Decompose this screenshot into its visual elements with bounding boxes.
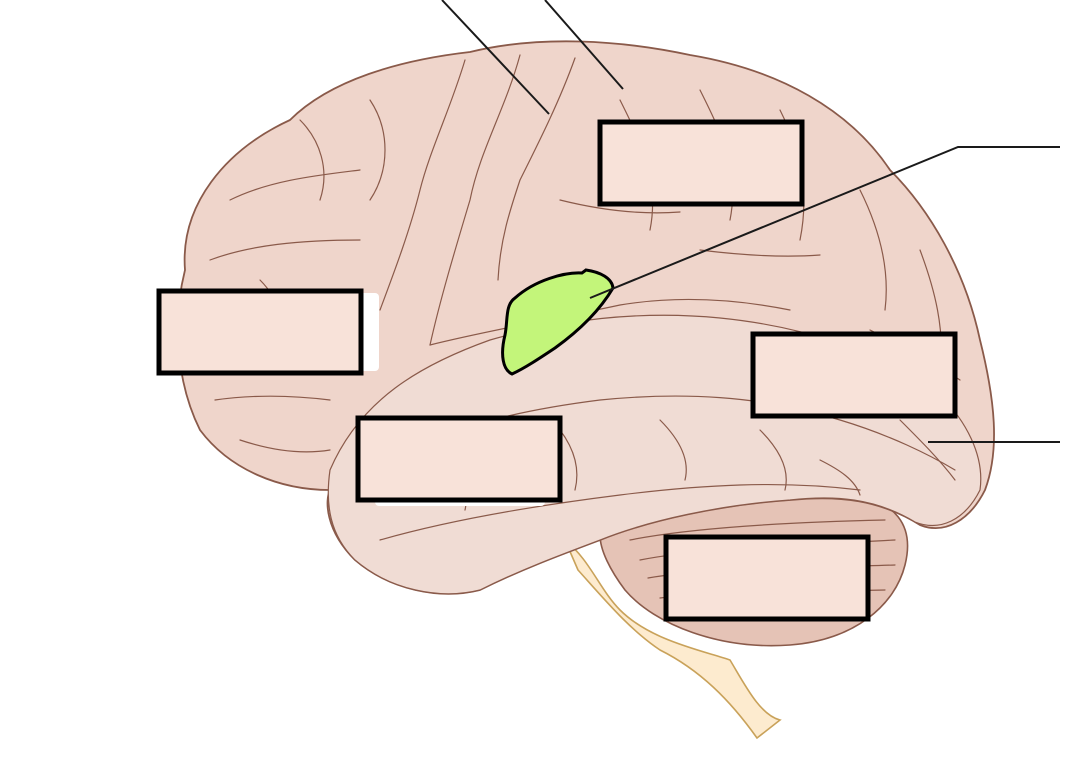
leader-lines bbox=[441, 0, 1060, 443]
label-box-lower-middle[interactable] bbox=[355, 415, 563, 506]
label-box-left[interactable] bbox=[156, 288, 379, 376]
leader-line-top-center bbox=[544, 0, 624, 90]
green-highlighted-area bbox=[501, 268, 615, 376]
label-box-bottom[interactable] bbox=[663, 534, 871, 622]
label-box-right-middle[interactable] bbox=[750, 331, 958, 419]
brainstem bbox=[564, 539, 782, 740]
leader-line-green-area bbox=[589, 146, 1060, 299]
leader-line-top-left bbox=[441, 0, 550, 115]
label-box-top-center[interactable] bbox=[597, 119, 805, 207]
